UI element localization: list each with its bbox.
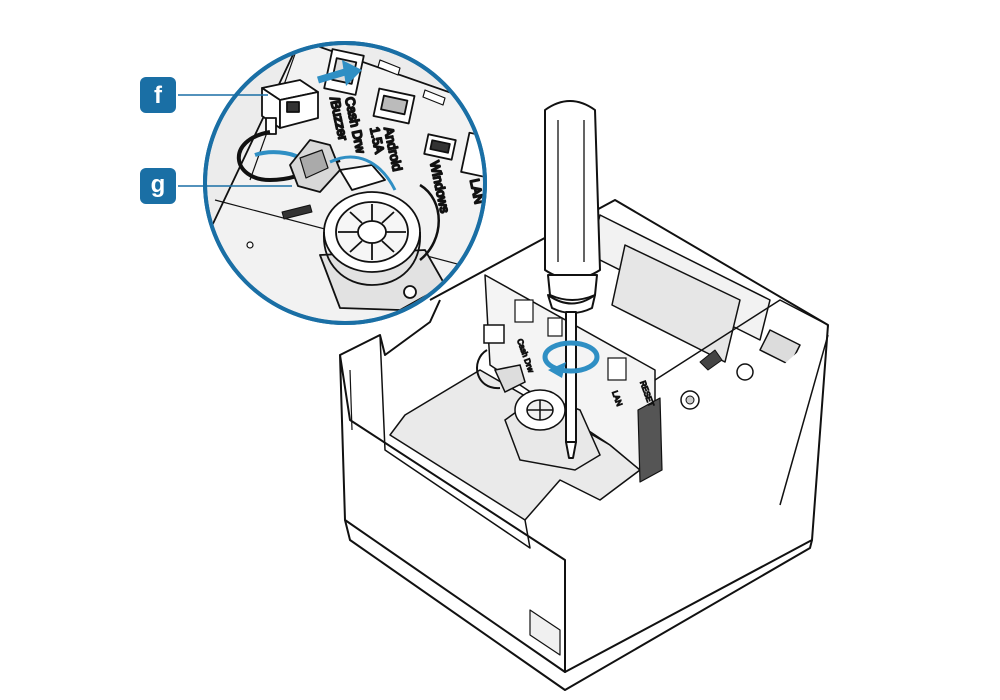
callout-g-badge [140,168,176,204]
cash-drawer-port-small [514,299,534,323]
rotate-arrow-icon [542,340,600,378]
insert-arrow-icon [317,60,362,86]
zoom-detail-circle: Cash Drw /Buzzer Android 1.5A Windows LA… [203,41,487,325]
callout-f-badge [140,77,176,113]
callout-f: f [140,77,268,113]
port-label-android-current: 1.5A [367,126,387,156]
screwdriver-icon [544,100,601,459]
cash-drawer-connector [261,79,319,135]
lan-port-small [607,357,627,381]
gear-wheel [319,191,446,311]
callout-g: g [140,168,292,204]
connector-small [483,324,505,344]
callout-g-letter: g [151,171,166,198]
usb-port-small [547,317,563,337]
callout-f-letter: f [154,82,163,109]
cable-clip [289,139,341,193]
